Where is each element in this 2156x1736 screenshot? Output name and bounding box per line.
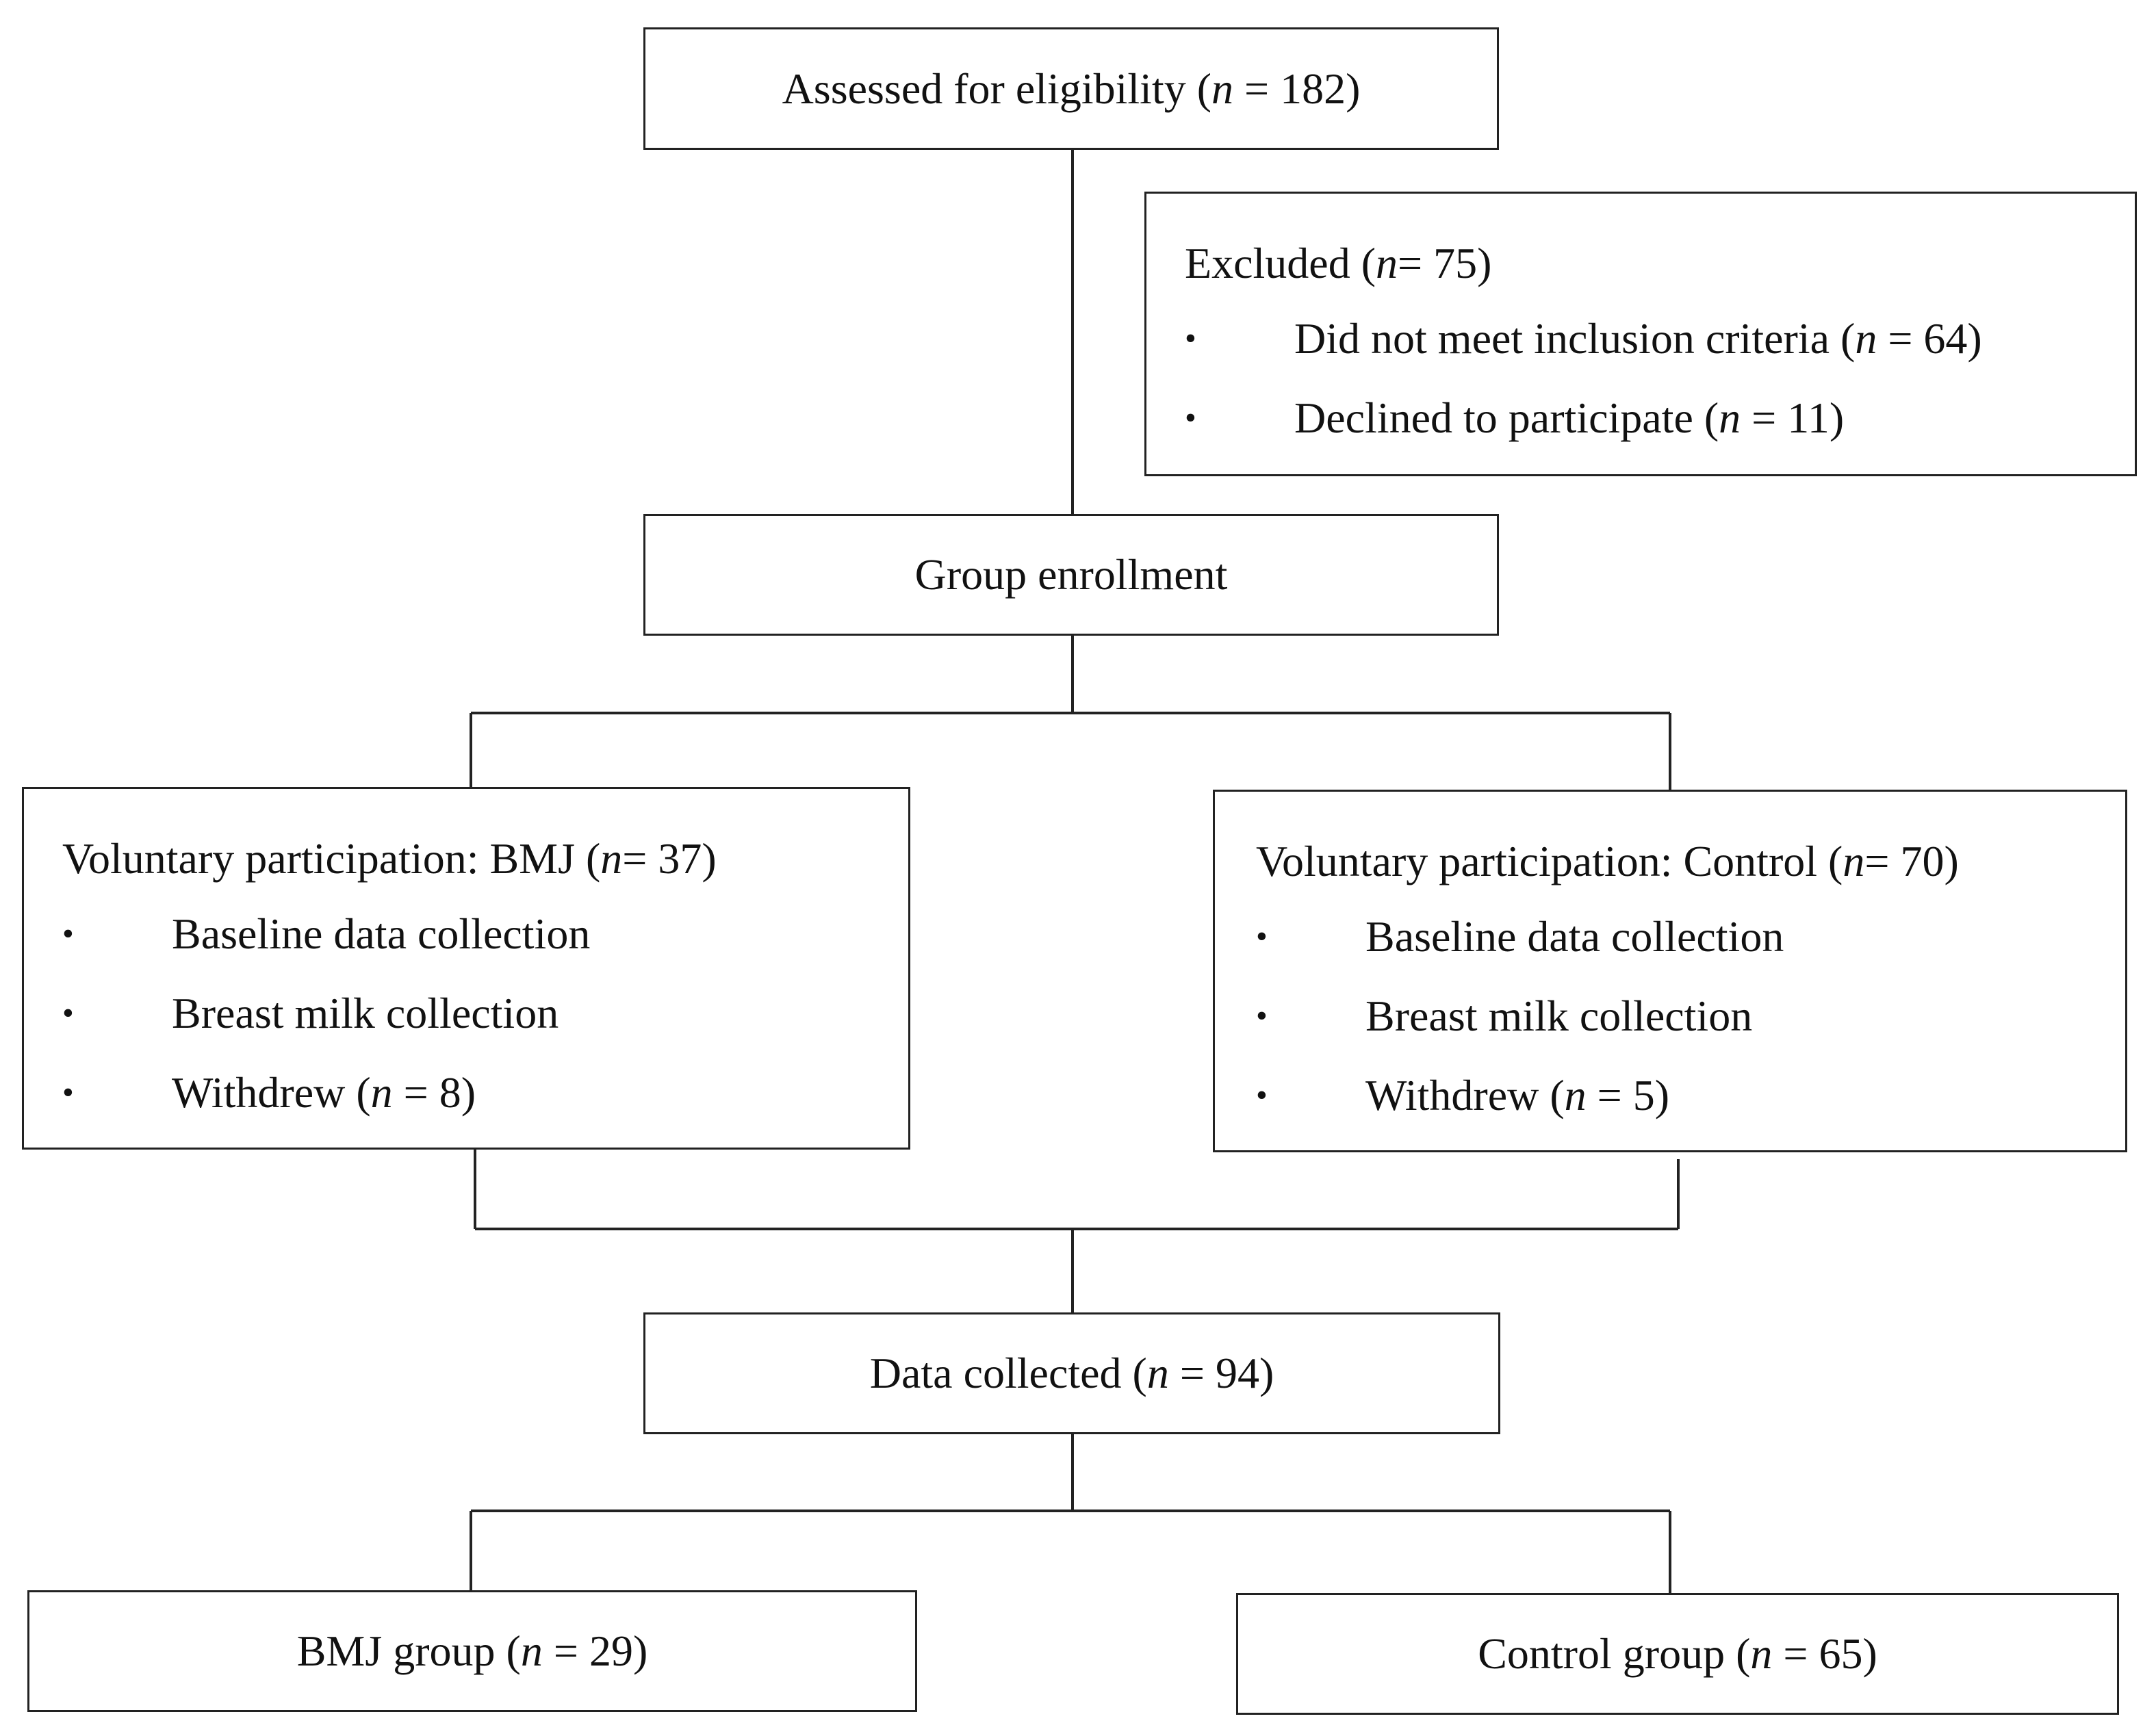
bullet: •	[1185, 400, 1196, 436]
control-participation-box: Voluntary participation: Control (n = 70…	[1213, 790, 2127, 1152]
bullet: •	[62, 1074, 74, 1111]
control-item-breast-milk: • Breast milk collection	[1256, 976, 2098, 1056]
bullet: •	[1256, 998, 1268, 1034]
bullet: •	[62, 916, 74, 952]
bmj-item-breast-milk: • Breast milk collection	[62, 974, 881, 1053]
control-group-label: Control group (n = 65)	[1478, 1629, 1877, 1678]
assessed-box: Assessed for eligibility (n = 182)	[643, 27, 1499, 150]
bmj-item-baseline: • Baseline data collection	[62, 894, 881, 974]
bullet: •	[1256, 918, 1268, 955]
bmj-participation-title: Voluntary participation: BMJ (n = 37)	[62, 834, 717, 883]
control-item-withdrew: • Withdrew (n = 5)	[1256, 1056, 2098, 1135]
assessed-label: Assessed for eligibility (n = 182)	[782, 64, 1361, 113]
excluded-item-inclusion-criteria: • Did not meet inclusion criteria (n = 6…	[1185, 299, 2107, 378]
bullet: •	[62, 995, 74, 1031]
enrollment-label: Group enrollment	[914, 550, 1228, 599]
bullet: •	[1256, 1077, 1268, 1113]
excluded-item-declined: • Declined to participate (n = 11)	[1185, 378, 2107, 458]
excluded-title: Excluded (n = 75)	[1185, 239, 1492, 287]
bullet: •	[1185, 320, 1196, 357]
enrollment-box: Group enrollment	[643, 514, 1499, 636]
bmj-group-box: BMJ group (n = 29)	[27, 1590, 917, 1712]
control-group-box: Control group (n = 65)	[1236, 1593, 2119, 1715]
bmj-participation-box: Voluntary participation: BMJ (n = 37) • …	[22, 787, 910, 1150]
data-collected-box: Data collected (n = 94)	[643, 1312, 1500, 1434]
data-collected-label: Data collected (n = 94)	[869, 1349, 1274, 1397]
bmj-group-label: BMJ group (n = 29)	[296, 1627, 648, 1675]
control-item-baseline: • Baseline data collection	[1256, 897, 2098, 976]
control-participation-title: Voluntary participation: Control (n = 70…	[1256, 837, 1959, 885]
bmj-item-withdrew: • Withdrew (n = 8)	[62, 1053, 881, 1132]
excluded-box: Excluded (n = 75) • Did not meet inclusi…	[1144, 192, 2137, 476]
